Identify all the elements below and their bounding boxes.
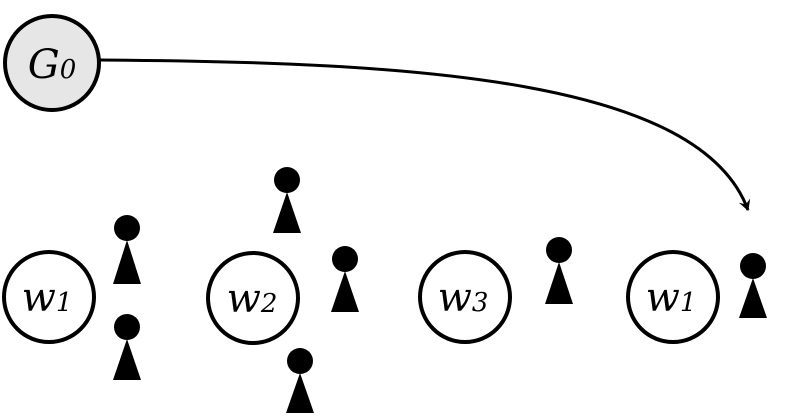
- agent-icon: [739, 253, 767, 318]
- agent-icon: [331, 246, 359, 312]
- world-node-4: w1: [626, 250, 720, 344]
- world-node-1: w1: [2, 250, 96, 344]
- world-node-label: w3: [438, 275, 489, 321]
- world-subscript: 1: [56, 288, 73, 318]
- world-node-label: w1: [646, 275, 697, 321]
- root-subscript: 0: [60, 55, 77, 85]
- world-node-circle: [2, 250, 96, 344]
- world-node-3: w3: [418, 250, 512, 344]
- world-subscript: 1: [680, 288, 697, 318]
- transition-arrow: [99, 58, 751, 211]
- world-node-circle: [418, 250, 512, 344]
- agent-icon: [286, 348, 314, 413]
- agent-icon: [545, 237, 573, 304]
- world-node-circle: [626, 250, 720, 344]
- agent-icon: [113, 314, 141, 380]
- agent-icon: [113, 215, 141, 284]
- agent-icon: [273, 167, 301, 233]
- world-node-label: w2: [227, 276, 278, 322]
- root-node-label: G0: [28, 42, 77, 88]
- world-node-2: w2: [206, 251, 300, 345]
- world-letter: w: [646, 275, 680, 321]
- world-subscript: 2: [260, 289, 278, 319]
- world-subscript: 3: [472, 288, 489, 318]
- root-node: G0: [3, 14, 101, 112]
- world-letter: w: [438, 275, 472, 321]
- world-node-label: w1: [22, 275, 73, 321]
- world-node-circle: [206, 251, 300, 345]
- world-letter: w: [22, 275, 56, 321]
- root-letter: G: [28, 42, 60, 88]
- root-node-circle: [3, 14, 101, 112]
- world-letter: w: [227, 276, 261, 322]
